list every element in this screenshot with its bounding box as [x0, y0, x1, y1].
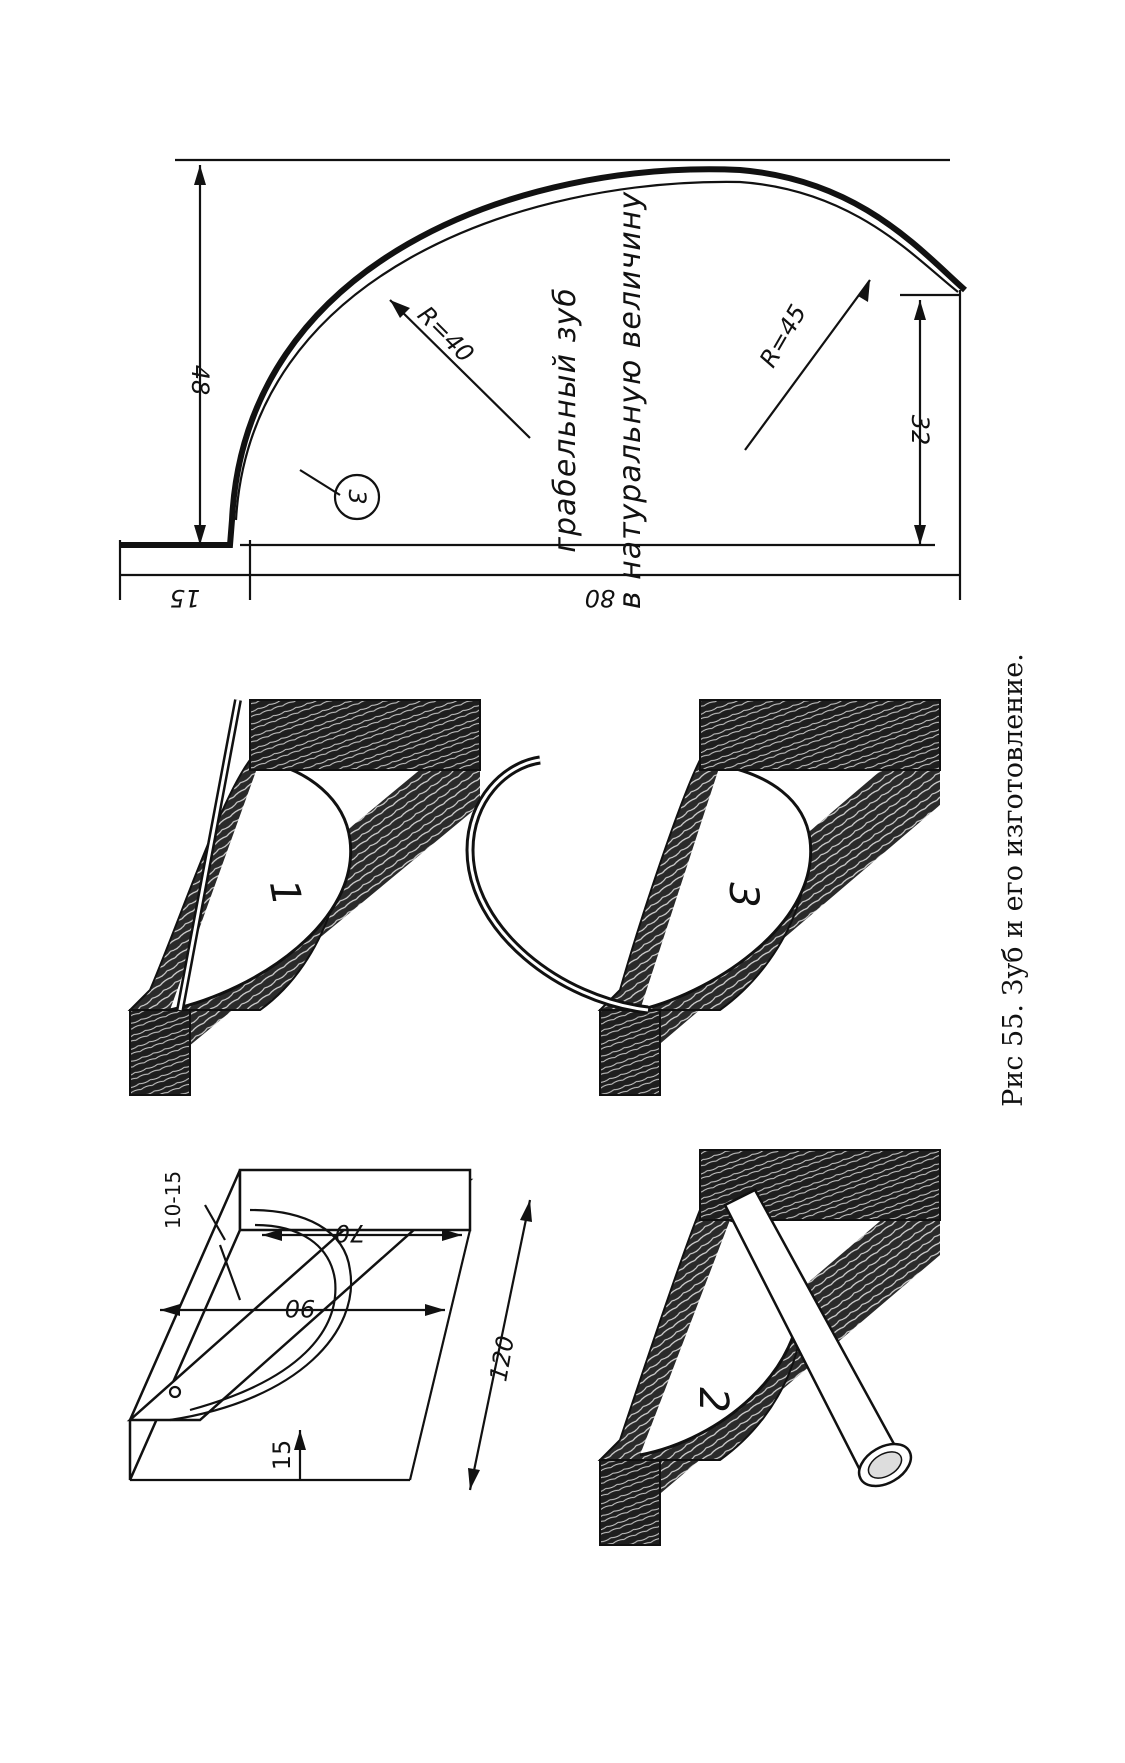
template-drawing: 90 70 120 15 10-15	[126, 1168, 532, 1491]
dim-length: 120	[484, 1334, 520, 1384]
marker-circle	[333, 473, 381, 521]
tooth-arc-inner	[234, 180, 959, 521]
dim-base: 80	[585, 584, 616, 612]
step3-label: 3	[720, 882, 766, 907]
dim-offset: 10-15	[161, 1171, 185, 1229]
tooth-arc	[120, 166, 967, 548]
note-line2: в натуральную величину	[613, 191, 648, 610]
figure-caption: Рис 55. Зуб и его изготовление.	[998, 653, 1029, 1107]
dim-width: 90	[285, 1294, 316, 1322]
step1-block: 1	[127, 699, 481, 1096]
radius-inner: R=40	[412, 301, 479, 368]
step2-block: 2	[597, 1149, 941, 1546]
dim-right: 32	[906, 415, 934, 446]
marker-label: 3	[343, 489, 371, 504]
note-line1: грабельный зуб	[548, 287, 583, 553]
dim-stub: 15	[170, 584, 201, 612]
step2-label: 2	[690, 1387, 736, 1412]
tooth-drawing: 48 32 15 80 R=40 R=45 3 грабельный зуб в…	[118, 158, 967, 612]
radius-outer: R=45	[754, 300, 812, 372]
dim-depth: 70	[335, 1219, 366, 1247]
dim-height: 48	[186, 365, 214, 396]
dim-edge: 15	[268, 1440, 296, 1471]
step3-block: 3	[465, 699, 941, 1096]
